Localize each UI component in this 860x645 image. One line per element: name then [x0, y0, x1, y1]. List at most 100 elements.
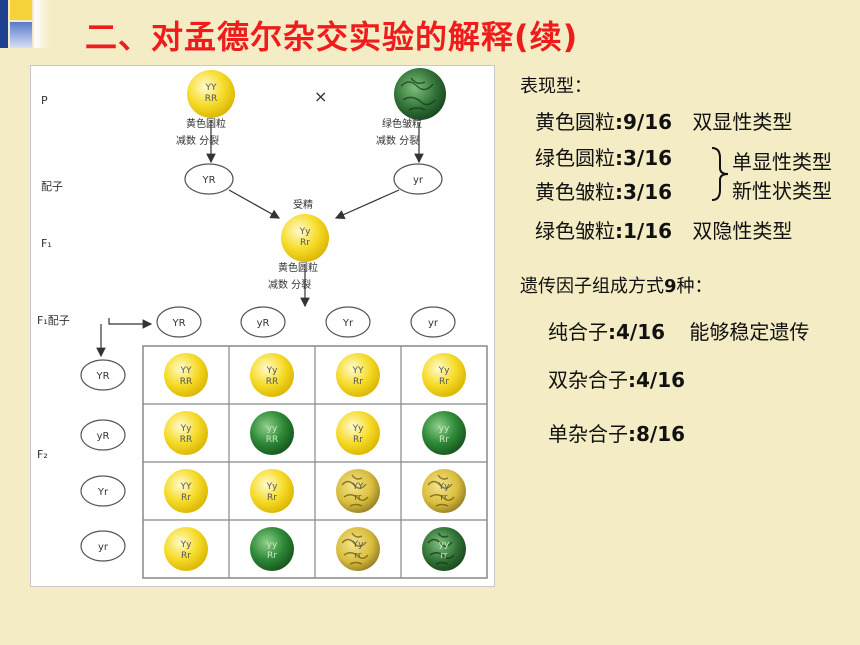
- parent-green-wrinkled-seed: [394, 68, 446, 120]
- label-p: P: [41, 94, 48, 107]
- side-gamete-1: YR: [95, 371, 109, 382]
- punnett-genotype-top: YY: [180, 482, 192, 492]
- punnett-genotype-bottom: Rr: [267, 493, 277, 503]
- phenotype-4-ratio: :1/16: [615, 219, 673, 243]
- parent-right-process: 减数 分裂: [376, 134, 419, 147]
- phenotype-1-ratio: :9/16: [615, 110, 673, 134]
- punnett-genotype-top: yy: [267, 540, 278, 550]
- phenotype-4-type: 双隐性类型: [692, 219, 793, 243]
- punnett-genotype-bottom: Rr: [439, 377, 449, 387]
- genotype-row-1: 纯合子:4/16 能够稳定遗传: [548, 316, 809, 345]
- genotype-row-2: 双杂合子:4/16: [548, 364, 685, 393]
- brace-label-2: 新性状类型: [732, 179, 832, 203]
- punnett-genotype-bottom: Rr: [181, 493, 191, 503]
- curly-brace-icon: [711, 147, 729, 201]
- punnett-genotype-bottom: rr: [354, 551, 362, 561]
- punnett-genotype-top: Yy: [180, 424, 192, 434]
- label-f2: F₂: [37, 448, 48, 461]
- punnett-genotype-bottom: Rr: [353, 377, 363, 387]
- punnett-genotype-top: Yy: [266, 482, 278, 492]
- genotype-heading-suffix: 种：: [676, 276, 713, 297]
- parent-right-phenotype: 绿色皱粒: [382, 117, 422, 130]
- phenotype-row-4: 绿色皱粒:1/16 双隐性类型: [535, 215, 792, 244]
- side-gamete-circle-1: [80, 359, 126, 391]
- side-gamete-4: yr: [98, 542, 109, 553]
- phenotype-3-ratio: :3/16: [615, 180, 673, 204]
- f1-gamete-circle-2: [240, 306, 286, 338]
- cross-symbol: ×: [314, 87, 327, 106]
- genotype-2-ratio: :4/16: [628, 368, 686, 392]
- punnett-genotype-bottom: RR: [180, 377, 193, 387]
- punnett-genotype-top: Yy: [352, 540, 364, 550]
- label-f1: F₁: [41, 237, 52, 250]
- punnett-genotype-bottom: RR: [266, 435, 279, 445]
- genotype-heading-num: 9: [664, 276, 677, 297]
- punnett-genotype-top: Yy: [180, 540, 192, 550]
- parent-left-process: 减数 分裂: [176, 134, 219, 147]
- genotype-heading-prefix: 遗传因子组成方式: [520, 276, 664, 297]
- side-gamete-3: Yr: [97, 487, 109, 498]
- punnett-genotype-top: yy: [267, 424, 278, 434]
- f1-gamete-3: Yr: [342, 318, 354, 329]
- genotype-3-label: 单杂合子: [548, 422, 628, 446]
- gamete-left-label: YR: [201, 175, 215, 186]
- label-f1-gamete: F₁配子: [37, 314, 70, 327]
- punnett-genotype-bottom: rr: [440, 551, 448, 561]
- parent-left-phenotype: 黄色圆粒: [186, 117, 226, 130]
- corner-decoration-blue: [10, 22, 32, 48]
- side-gamete-circle-4: [80, 530, 126, 562]
- f1-yellow-round-seed: [281, 214, 329, 262]
- f1-gamete-circle-1: [156, 306, 202, 338]
- fertilization-arrow-left: [228, 189, 281, 219]
- gamete-circle-right: [393, 163, 443, 195]
- parent-left-genotype-bottom: RR: [205, 94, 218, 104]
- phenotype-1-type: 双显性类型: [692, 110, 793, 134]
- corner-decoration-bar: [0, 0, 8, 48]
- parent-left-genotype-top: YY: [205, 83, 217, 93]
- genotype-2-label: 双杂合子: [548, 368, 628, 392]
- f1-gamete-2: yR: [257, 318, 270, 329]
- side-gamete-circle-2: [80, 419, 126, 451]
- punnett-genotype-top: yy: [439, 540, 450, 550]
- fertilization-arrow-right: [334, 189, 400, 219]
- phenotype-row-3: 黄色皱粒:3/16: [535, 176, 672, 205]
- phenotype-4-label: 绿色皱粒: [535, 219, 615, 243]
- phenotype-3-label: 黄色皱粒: [535, 180, 615, 204]
- punnett-genotype-top: Yy: [438, 482, 450, 492]
- label-gamete: 配子: [41, 180, 63, 193]
- phenotype-2-label: 绿色圆粒: [535, 146, 615, 170]
- punnett-genotype-top: YY: [180, 366, 192, 376]
- punnett-genotype-top: Yy: [352, 424, 364, 434]
- dihybrid-cross-diagram: P 配子 F₁ F₁配子 F₂ YY RR 黄色圆粒 减数 分裂 × 绿色皱粒 …: [30, 65, 495, 587]
- fertilization-label: 受精: [293, 198, 313, 211]
- punnett-genotype-bottom: Rr: [353, 435, 363, 445]
- cross-diagram-svg: P 配子 F₁ F₁配子 F₂ YY RR 黄色圆粒 减数 分裂 × 绿色皱粒 …: [37, 68, 488, 579]
- genotype-row-3: 单杂合子:8/16: [548, 418, 685, 447]
- phenotype-row-2: 绿色圆粒:3/16: [535, 142, 672, 171]
- punnett-genotype-bottom: rr: [440, 493, 448, 503]
- genotype-heading: 遗传因子组成方式9种：: [520, 272, 713, 298]
- genotype-1-label: 纯合子: [548, 320, 608, 344]
- f1-genotype-top: Yy: [299, 227, 311, 237]
- corner-decoration-fade: [34, 0, 50, 48]
- phenotype-row-1: 黄色圆粒:9/16 双显性类型: [535, 106, 792, 135]
- brace-label-1: 单显性类型: [732, 150, 832, 174]
- f1-process: 减数 分裂: [268, 278, 311, 291]
- side-gamete-circle-3: [80, 475, 126, 507]
- punnett-genotype-top: Yy: [266, 366, 278, 376]
- punnett-genotype-bottom: RR: [266, 377, 279, 387]
- gamete-right-label: yr: [413, 175, 424, 186]
- f1-phenotype: 黄色圆粒: [278, 261, 318, 274]
- punnett-genotype-top: YY: [352, 366, 364, 376]
- f1-genotype-bottom: Rr: [300, 238, 310, 248]
